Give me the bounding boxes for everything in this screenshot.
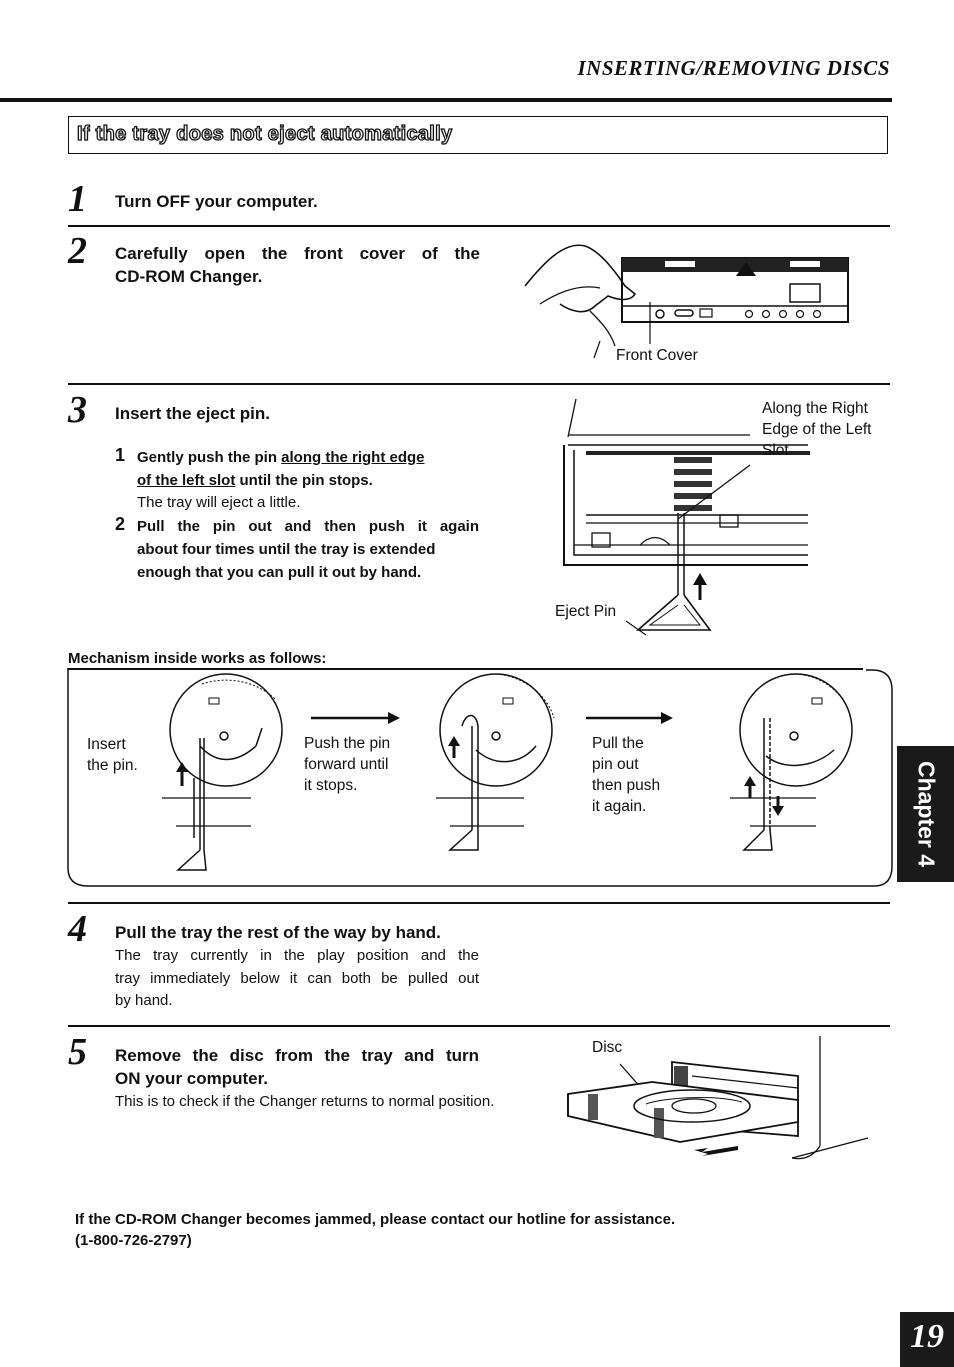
step-2-number: 2	[68, 230, 87, 272]
step-1-title: Turn OFF your computer.	[115, 192, 318, 211]
step-1-number: 1	[68, 178, 87, 220]
mechanism-panel-3	[730, 673, 853, 851]
step-4-body-line1: The tray currently in the play position …	[115, 947, 479, 964]
front-cover-caption: Front Cover	[616, 347, 698, 364]
header-rule	[0, 98, 892, 102]
step-5-number: 5	[68, 1031, 87, 1073]
slot-caption-3: Slot	[762, 442, 789, 459]
slot-caption-2: Edge of the Left	[762, 421, 872, 438]
step-2-title-line2: CD-ROM Changer.	[115, 267, 263, 286]
substep-1-text-d: until the pin stops.	[235, 472, 373, 489]
substep-2-line2: about four times until the tray is exten…	[137, 541, 436, 558]
mechanism-panel-2	[436, 673, 555, 851]
section-title: If the tray does not eject automatically	[76, 122, 453, 145]
eject-pin-caption: Eject Pin	[555, 603, 617, 620]
chapter-tab-label: Chapter 4	[913, 760, 939, 868]
step-3-number: 3	[68, 389, 87, 431]
substep-1-text-c: of the left slot	[137, 472, 236, 489]
substep-1-line1: Gently push the pin along the right edge	[137, 446, 425, 469]
mechanism-insert-line2: the pin.	[87, 757, 138, 774]
page-header-title: INSERTING/REMOVING DISCS	[577, 56, 890, 80]
step-divider	[68, 383, 890, 385]
disc-tray-illustration	[567, 1036, 869, 1160]
substep-1-text-b: along the right edge	[281, 449, 425, 466]
mechanism-heading: Mechanism inside works as follows:	[68, 650, 327, 667]
page-number-box: 19	[900, 1312, 954, 1367]
substep-2-number: 2	[115, 514, 126, 534]
mechanism-push-line1: Push the pin	[304, 735, 391, 752]
mechanism-pull-line3: then push	[592, 777, 661, 794]
section-title-box: If the tray does not eject automatically	[68, 116, 888, 154]
chapter-tab: Chapter 4	[897, 746, 954, 882]
disc-caption: Disc	[592, 1039, 623, 1056]
mechanism-pull-line4: it again.	[592, 798, 647, 815]
substep-1-note: The tray will eject a little.	[137, 494, 301, 511]
step-divider	[68, 902, 890, 904]
substep-1-text-a: Gently push the pin	[137, 449, 282, 466]
step-3-title: Insert the eject pin.	[115, 404, 270, 423]
mechanism-insert-line1: Insert	[87, 736, 126, 753]
step-5-body: This is to check if the Changer returns …	[115, 1093, 495, 1110]
mechanism-panel-1	[162, 673, 283, 871]
step-divider	[68, 225, 890, 227]
mechanism-diagram	[67, 668, 893, 887]
step-divider	[68, 1025, 890, 1027]
page-number: 19	[910, 1318, 944, 1355]
substep-1-line2: of the left slot until the pin stops.	[137, 469, 373, 492]
step-4-body-line3: by hand.	[115, 992, 173, 1009]
mechanism-rule	[68, 668, 863, 670]
mechanism-push-line2: forward until	[304, 756, 389, 773]
mechanism-push-line3: it stops.	[304, 777, 358, 794]
mechanism-pull-line1: Pull the	[592, 735, 644, 752]
eject-pin-illustration	[563, 398, 810, 636]
hotline-note: If the CD-ROM Changer becomes jammed, pl…	[75, 1211, 676, 1228]
substep-2-line3: enough that you can pull it out by hand.	[137, 564, 422, 581]
step-4-number: 4	[68, 908, 87, 950]
step-4-title: Pull the tray the rest of the way by han…	[115, 923, 441, 942]
hotline-number: (1-800-726-2797)	[75, 1232, 192, 1249]
substep-2-line1: Pull the pin out and then push it again	[137, 518, 479, 535]
slot-caption-1: Along the Right	[762, 400, 868, 417]
substep-1-number: 1	[115, 445, 126, 465]
mechanism-pull-line2: pin out	[592, 756, 639, 773]
step-2-title-line1: Carefully open the front cover of the	[115, 244, 480, 263]
front-cover-illustration	[524, 244, 849, 359]
step-5-title-line1: Remove the disc from the tray and turn	[115, 1046, 479, 1065]
step-5-title-line2: ON your computer.	[115, 1069, 269, 1088]
step-4-body-line2: tray immediately below it can both be pu…	[115, 970, 479, 987]
